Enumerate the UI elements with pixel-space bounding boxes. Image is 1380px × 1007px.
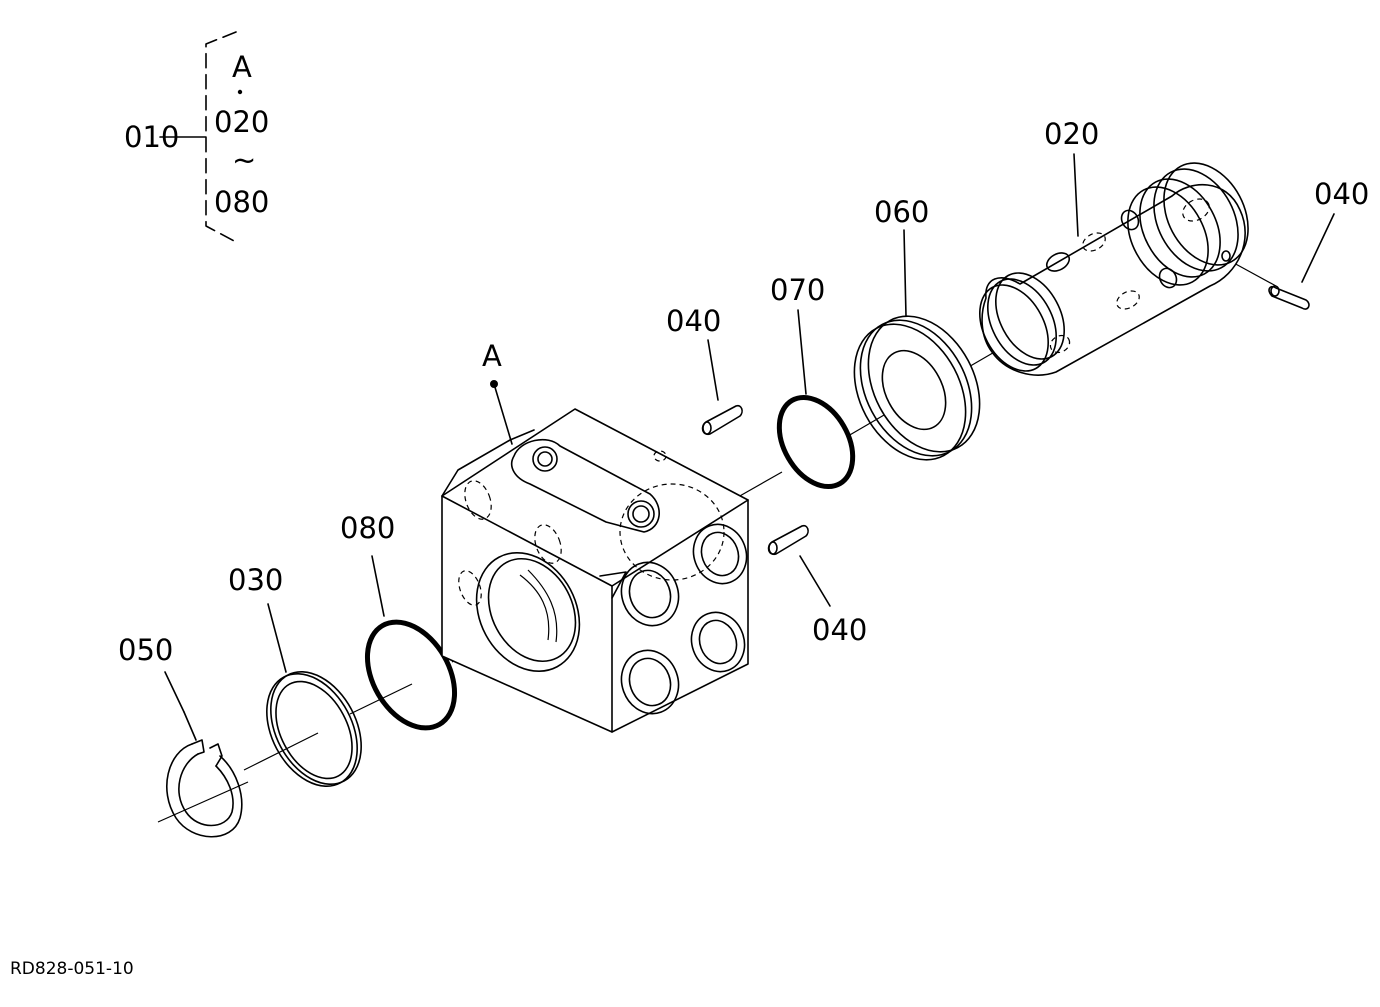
valve-body-a: A <box>441 339 749 733</box>
part-030-backup-ring: 030 <box>228 563 362 788</box>
callout-040-right: 040 <box>1314 177 1369 211</box>
callout-050: 050 <box>118 633 173 667</box>
valve-ports <box>620 523 748 715</box>
callout-060: 060 <box>874 195 929 229</box>
part-020-spool: 020 <box>979 117 1249 376</box>
part-080-o-ring: 080 <box>340 511 458 731</box>
diagram-reference-code: RD828-051-10 <box>10 959 134 979</box>
assembly-group-bracket: 010 A 020 ~ 080 <box>124 31 269 243</box>
part-040-pin-right: 040 <box>1268 177 1369 310</box>
callout-040-upper: 040 <box>666 304 721 338</box>
part-060-retainer: 060 <box>853 195 981 461</box>
group-item-020: 020 <box>214 105 269 139</box>
part-040-pin-lower: 040 <box>767 524 867 647</box>
callout-040-lower: 040 <box>812 613 867 647</box>
callout-020: 020 <box>1044 117 1099 151</box>
callout-030: 030 <box>228 563 283 597</box>
part-070-o-ring: 070 <box>770 273 856 490</box>
group-main-label: 010 <box>124 120 179 154</box>
callout-080: 080 <box>340 511 395 545</box>
part-050-snap-ring: 050 <box>118 633 243 838</box>
callout-a: A <box>482 339 502 373</box>
group-item-range: ~ <box>232 143 256 177</box>
callout-070: 070 <box>770 273 825 307</box>
part-040-pin-upper: 040 <box>666 304 743 436</box>
group-item-080: 080 <box>214 185 269 219</box>
group-item-a: A <box>232 50 252 84</box>
